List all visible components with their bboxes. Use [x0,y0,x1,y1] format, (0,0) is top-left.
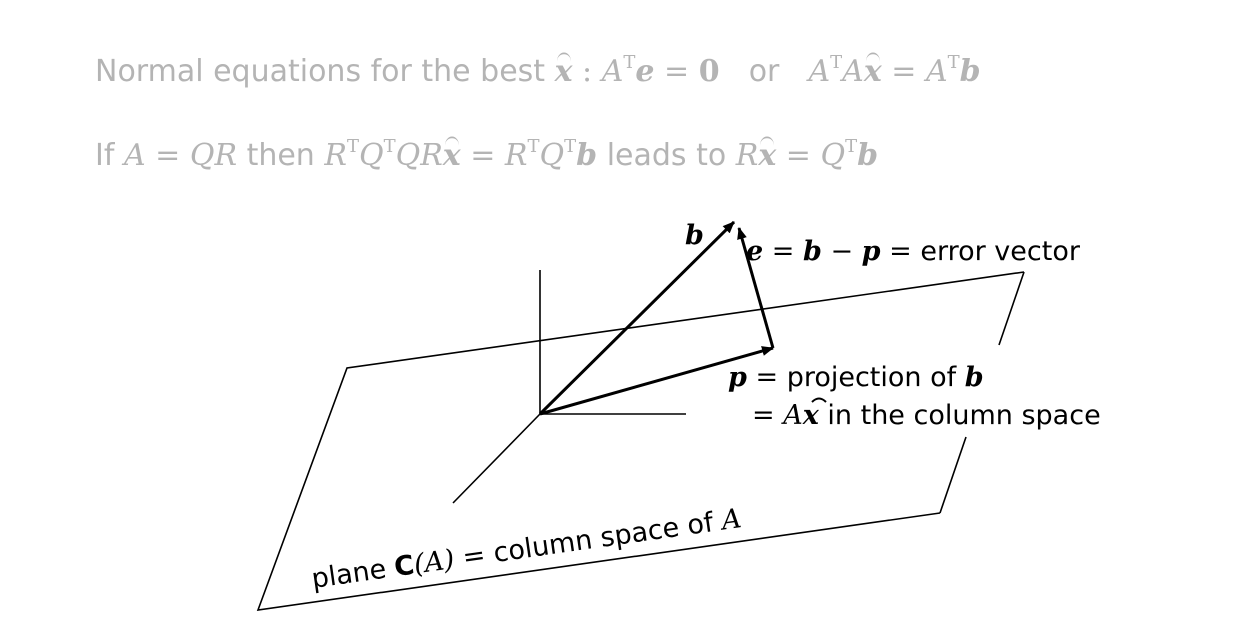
label-projection: p = projection of b [728,362,984,393]
xhat-symbol: x [554,54,573,89]
qr-b1: b [576,138,598,173]
eq2-b: b [959,54,981,89]
qr-R2: R [504,138,528,173]
qr-T1: T [346,136,359,157]
eq1-equals: = [664,54,690,89]
qr-R1: R [324,138,347,173]
qr-equations-line: If A = QR then RTQTQRx = RTQTb leads to … [95,129,878,174]
eq2-xhat: x [863,54,882,89]
plane-outline [256,271,1025,611]
qr-b2: b [857,138,879,173]
label-error-vector: e = b − p = error vector [746,236,1081,267]
eq2-A1: A [808,54,831,89]
label-plane: plane C(A) = column space of A [310,503,744,595]
label-ax-hat: = Ax in the column space [752,400,1101,431]
then-text: then [246,138,315,173]
label-ax-xhat: x [802,400,820,431]
eq2-A3: A [925,54,948,89]
eq2-A2: A [842,54,864,89]
qr-xhat1: x [442,138,461,173]
colon: : [582,54,593,89]
qr-T3: T [527,136,540,157]
plane-right-edge-upper [998,271,1025,346]
plane-right-edge-lower [939,436,967,514]
qr-T4: T [564,136,577,157]
eq2-T1: T [830,52,843,73]
eq2-equals: = [891,54,917,89]
qr-Q1: Q [358,138,384,173]
qr-equals1: = [470,138,496,173]
eq1-T: T [623,52,636,73]
qr-equals2: = [785,138,811,173]
label-b: b [685,220,704,251]
depth-axis [452,413,541,504]
vector-p-arrow [539,346,774,416]
qr-Q3: Q [820,138,846,173]
eq1-e: e [635,54,655,89]
normal-equations-line: Normal equations for the best x : ATe = … [95,45,981,90]
qr-R3: R [735,138,759,173]
or-text: or [748,54,780,89]
eq1-A: A [601,54,624,89]
normal-equations-text: Normal equations for the best [95,54,546,89]
ax-hat-accent [811,397,827,403]
qr-QR: QR [395,138,443,173]
a-equals-qr: A = QR [123,138,238,173]
vector-b-arrow [538,220,736,416]
vector-e-arrow [737,227,775,349]
eq1-zero: 0 [698,54,720,89]
eq2-T2: T [947,52,960,73]
qr-Q2: Q [539,138,565,173]
leads-to-text: leads to [606,138,727,173]
qr-T5: T [845,136,858,157]
qr-xhat2: x [758,138,777,173]
qr-T2: T [383,136,396,157]
if-text: If [95,138,115,173]
